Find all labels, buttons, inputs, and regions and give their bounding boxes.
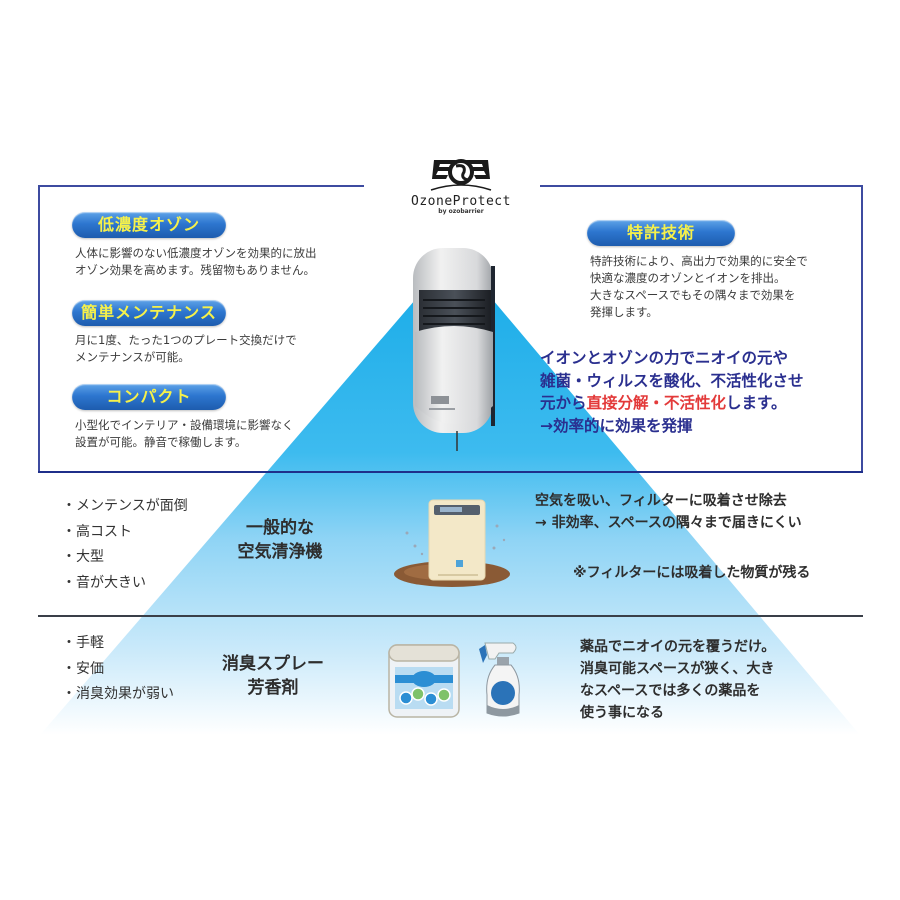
feature-title-compact: コンパクト <box>72 384 226 410</box>
deodorant-products-image <box>388 642 520 718</box>
desc-line: 設置が可能。静音で稼働します。 <box>75 435 247 449</box>
desc-line: 薬品でニオイの元を覆うだけ。 <box>580 639 776 655</box>
brand-name: OzoneProtect <box>411 194 511 209</box>
frame-border-top-right <box>540 185 863 187</box>
desc-line: 快適な濃度のオゾンとイオンを排出。 <box>590 271 786 285</box>
desc-line: 消臭可能スペースが狭く、大き <box>580 661 775 677</box>
desc-line: → 非効率、スペースの隅々まで届きにくい <box>535 515 802 531</box>
key-message-text: 元から <box>540 394 587 412</box>
key-message: イオンとオゾンの力でニオイの元や 雑菌・ウィルスを酸化、不活性化させ 元から直接… <box>540 347 804 437</box>
desc-line: メンテナンスが可能。 <box>75 350 190 364</box>
key-message-line: →効率的に効果を発揮 <box>540 416 693 435</box>
frame-border-bottom <box>38 471 863 473</box>
cons-item: ・手軽 <box>62 635 104 651</box>
key-message-text: します。 <box>726 394 787 412</box>
cons-item: ・メンテンスが面倒 <box>62 498 188 514</box>
label-line: 消臭スプレー <box>222 654 324 674</box>
cons-item: ・消臭効果が弱い <box>62 686 174 702</box>
frame-border-left <box>38 185 40 473</box>
key-message-line: イオンとオゾンの力でニオイの元や <box>540 349 789 367</box>
feature-desc-compact: 小型化でインテリア・設備環境に影響なく 設置が可能。静音で稼働します。 <box>75 417 294 451</box>
air-purifier-note: ※フィルターには吸着した物質が残る <box>573 565 811 581</box>
air-purifier-description: 空気を吸い、フィルターに吸着させ除去 → 非効率、スペースの隅々まで届きにくい <box>535 490 802 534</box>
label-line: 芳香剤 <box>247 678 299 698</box>
ozone-device-image <box>413 248 495 451</box>
air-purifier-image <box>394 499 510 587</box>
desc-line: 月に1度、たった1つのプレート交換だけで <box>75 333 297 347</box>
cons-item: ・安価 <box>62 660 104 677</box>
cons-item: ・高コスト <box>62 523 132 540</box>
frame-border-top-left <box>38 185 364 187</box>
key-message-line: 元から直接分解・不活性化します。 <box>540 392 804 415</box>
desc-line: 大きなスペースでもその隅々まで効果を <box>590 288 796 302</box>
feature-title-low-ozone: 低濃度オゾン <box>72 212 226 238</box>
desc-line: 人体に影響のない低濃度オゾンを効果的に放出 <box>75 246 317 260</box>
desc-line: 空気を吸い、フィルターに吸着させ除去 <box>535 493 787 509</box>
brand-logo: OzoneProtect by ozobarrier <box>396 152 526 215</box>
feature-title-easy-maintenance: 簡単メンテナンス <box>72 300 226 326</box>
feature-desc-patent: 特許技術により、高出力で効果的に安全で 快適な濃度のオゾンとイオンを排出。 大き… <box>590 253 808 321</box>
key-message-line: 雑菌・ウィルスを酸化、不活性化させ <box>540 371 804 390</box>
spray-cons-list: ・手軽 ・安価 ・消臭効果が弱い <box>62 631 174 708</box>
frame-border-right <box>861 185 863 473</box>
feature-title-patent: 特許技術 <box>587 220 735 246</box>
section-divider <box>38 615 863 617</box>
desc-line: 小型化でインテリア・設備環境に影響なく <box>75 418 294 432</box>
label-line: 一般的な <box>246 518 314 538</box>
cons-item: ・音が大きい <box>62 574 146 591</box>
brand-subtitle: by ozobarrier <box>438 208 484 215</box>
feature-desc-low-ozone: 人体に影響のない低濃度オゾンを効果的に放出 オゾン効果を高めます。残留物もありま… <box>75 245 317 279</box>
feature-desc-easy-maintenance: 月に1度、たった1つのプレート交換だけで メンテナンスが可能。 <box>75 332 297 366</box>
desc-line: 発揮します。 <box>590 305 658 319</box>
air-purifier-cons-list: ・メンテンスが面倒 ・高コスト ・大型 ・音が大きい <box>62 494 188 596</box>
desc-line: 特許技術により、高出力で効果的に安全で <box>590 254 808 268</box>
cons-item: ・大型 <box>62 549 104 565</box>
desc-line: 使う事になる <box>580 705 664 721</box>
spray-label: 消臭スプレー 芳香剤 <box>208 652 338 700</box>
desc-line: オゾン効果を高めます。残留物もありません。 <box>75 263 316 277</box>
spray-description: 薬品でニオイの元を覆うだけ。 消臭可能スペースが狭く、大き なスペースでは多くの… <box>580 636 775 724</box>
label-line: 空気清浄機 <box>237 542 323 562</box>
brand-emblem-icon <box>430 159 492 191</box>
key-message-emphasis: 直接分解・不活性化 <box>586 394 727 412</box>
air-purifier-label: 一般的な 空気清浄機 <box>215 516 345 564</box>
desc-line: なスペースでは多くの薬品を <box>580 683 761 699</box>
